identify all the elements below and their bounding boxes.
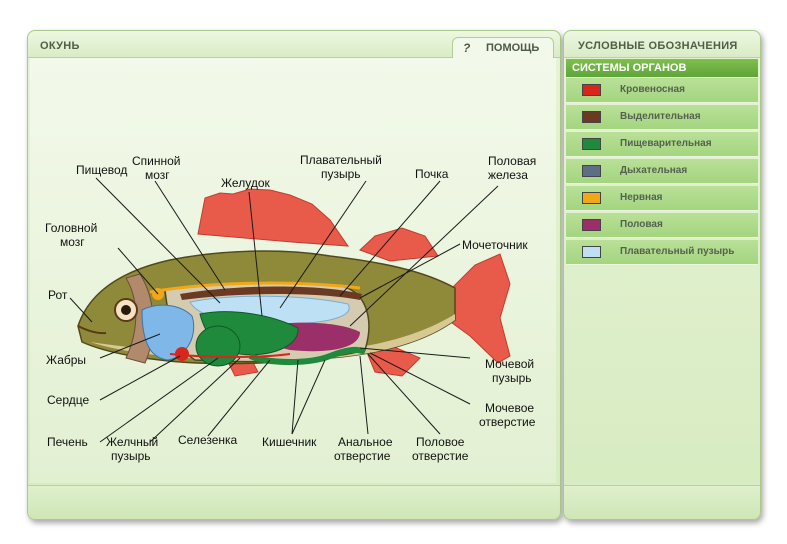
gills-organ	[141, 304, 195, 361]
legend-item-label: Пищеварительная	[620, 138, 712, 149]
legend-title: УСЛОВНЫЕ ОБОЗНАЧЕНИЯ	[578, 40, 738, 52]
fish-diagram-canvas: Пищевод Спинной мозг Желудок Плавательны…	[30, 58, 556, 483]
label-urinary-opening-2: отверстие	[479, 415, 536, 429]
panel-title: ОКУНЬ	[40, 40, 80, 52]
label-brain-2: мозг	[60, 235, 85, 249]
label-spleen: Селезенка	[178, 433, 238, 447]
label-urinary-bladder-2: пузырь	[492, 371, 532, 385]
leader-lines	[69, 177, 499, 443]
label-swim-bladder-2: пузырь	[321, 167, 361, 181]
legend-item-label: Дыхательная	[620, 165, 688, 176]
legend-color-swatch	[582, 84, 601, 96]
eye-pupil	[121, 305, 131, 315]
legend-color-swatch	[582, 165, 601, 177]
legend-item-label: Половая	[620, 219, 663, 230]
kidney-organ	[180, 286, 362, 300]
legend-item[interactable]: Кровеносная	[566, 78, 758, 103]
spinal-cord	[149, 281, 361, 294]
legend-item[interactable]: Дыхательная	[566, 159, 758, 184]
blood-vessel	[169, 353, 291, 358]
label-brain-1: Головной	[45, 221, 97, 235]
diagram-footer	[28, 485, 560, 519]
label-heart: Сердце	[47, 393, 89, 407]
legend-item-label: Кровеносная	[620, 84, 685, 95]
label-gall-bladder-1: Желчный	[106, 435, 158, 449]
legend-item[interactable]: Плавательный пузырь	[566, 240, 758, 265]
label-intestine: Кишечник	[262, 435, 317, 449]
help-icon: ?	[463, 41, 471, 55]
label-anus-1: Анальное	[338, 435, 393, 449]
dorsal-fin-spiny	[197, 188, 350, 247]
label-ureter: Мочеточник	[462, 238, 528, 252]
label-spinal-cord-1: Спинной	[132, 154, 181, 168]
diagram-panel: ОКУНЬ ? ПОМОЩЬ	[27, 30, 561, 520]
legend-item-label: Плавательный пузырь	[620, 246, 735, 257]
label-gonad-1: Половая	[488, 154, 536, 168]
legend-color-swatch	[582, 219, 601, 231]
label-genital-opening-2: отверстие	[412, 449, 469, 463]
legend-color-swatch	[582, 246, 601, 258]
heart-organ	[175, 347, 189, 361]
legend-titlebar: УСЛОВНЫЕ ОБОЗНАЧЕНИЯ	[564, 31, 760, 58]
legend-item-label: Нервная	[620, 192, 663, 203]
organ-systems-label: СИСТЕМЫ ОРГАНОВ	[572, 62, 687, 74]
label-anus-2: отверстие	[334, 449, 391, 463]
legend-panel: УСЛОВНЫЕ ОБОЗНАЧЕНИЯ СИСТЕМЫ ОРГАНОВ Кро…	[563, 30, 761, 520]
legend-color-swatch	[582, 192, 601, 204]
label-urinary-opening-1: Мочевое	[485, 401, 534, 415]
label-swim-bladder-1: Плавательный	[300, 153, 382, 167]
label-urinary-bladder-1: Мочевой	[485, 357, 534, 371]
help-button[interactable]: ? ПОМОЩЬ	[452, 37, 554, 58]
legend-color-swatch	[582, 111, 601, 123]
help-label: ПОМОЩЬ	[486, 42, 540, 54]
organ-systems-header: СИСТЕМЫ ОРГАНОВ	[566, 59, 758, 77]
dorsal-fin-soft	[359, 227, 439, 262]
label-esophagus: Пищевод	[76, 163, 127, 177]
mouth-shape	[77, 325, 107, 335]
label-gills: Жабры	[46, 353, 86, 367]
liver-organ	[195, 325, 241, 367]
legend-color-swatch	[582, 138, 601, 150]
legend-item[interactable]: Пищеварительная	[566, 132, 758, 157]
legend-item[interactable]: Нервная	[566, 186, 758, 211]
legend-item-label: Выделительная	[620, 111, 701, 122]
legend-item[interactable]: Половая	[566, 213, 758, 238]
label-kidney: Почка	[415, 167, 449, 181]
label-spinal-cord-2: мозг	[145, 168, 170, 182]
label-stomach: Желудок	[221, 176, 270, 190]
label-genital-opening-1: Половое	[416, 435, 465, 449]
label-gonad-2: железа	[488, 168, 528, 182]
label-mouth: Рот	[48, 288, 68, 302]
perch-anatomy-diagram: Пищевод Спинной мозг Желудок Плавательны…	[45, 153, 536, 463]
label-liver: Печень	[47, 435, 88, 449]
diagram-titlebar: ОКУНЬ ? ПОМОЩЬ	[28, 31, 560, 58]
tail-fin	[447, 253, 511, 364]
legend-footer	[564, 485, 760, 519]
legend-item[interactable]: Выделительная	[566, 105, 758, 130]
label-gall-bladder-2: пузырь	[111, 449, 151, 463]
